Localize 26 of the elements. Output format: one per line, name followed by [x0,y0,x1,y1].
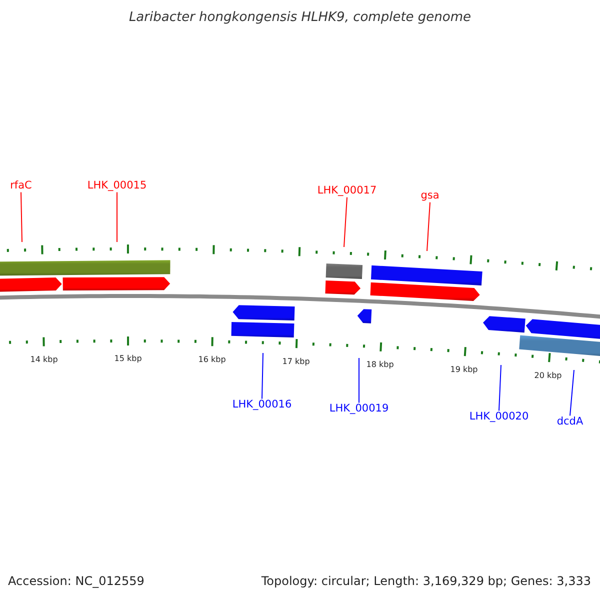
gene-label: LHK_00016 [232,398,292,412]
leader-line [498,364,502,412]
gene-label: LHK_00017 [317,184,377,198]
genome-info-text: Topology: circular; Length: 3,169,329 bp; Genes: 3,333 [261,574,591,588]
gene-label: LHK_00015 [87,180,147,192]
scale-label: 17 kbp [282,356,310,366]
scale-label: 19 kbp [450,364,478,374]
gene-label: rfaC [10,180,32,192]
scale-label: 15 kbp [114,354,142,364]
gene-label: LHK_00019 [329,402,389,416]
leader-line [262,352,264,400]
leader-line [570,370,574,416]
gene-label: dcdA [556,416,584,428]
scale-label: 18 kbp [366,360,394,370]
title: Laribacter hongkongensis HLHK9, complete genome [128,10,472,26]
scale-label: 20 kbp [534,370,562,380]
leader-line [426,202,430,252]
leader-line [116,192,118,242]
scale-label: 14 kbp [30,354,58,365]
leader-line [20,192,22,242]
leader-line [344,196,348,248]
accession-text: Accession: NC_012559 [8,574,144,588]
scale-label: 16 kbp [198,354,226,364]
gene-label: gsa [420,190,440,202]
leader-line [358,358,360,404]
gene-label: LHK_00020 [469,410,529,424]
